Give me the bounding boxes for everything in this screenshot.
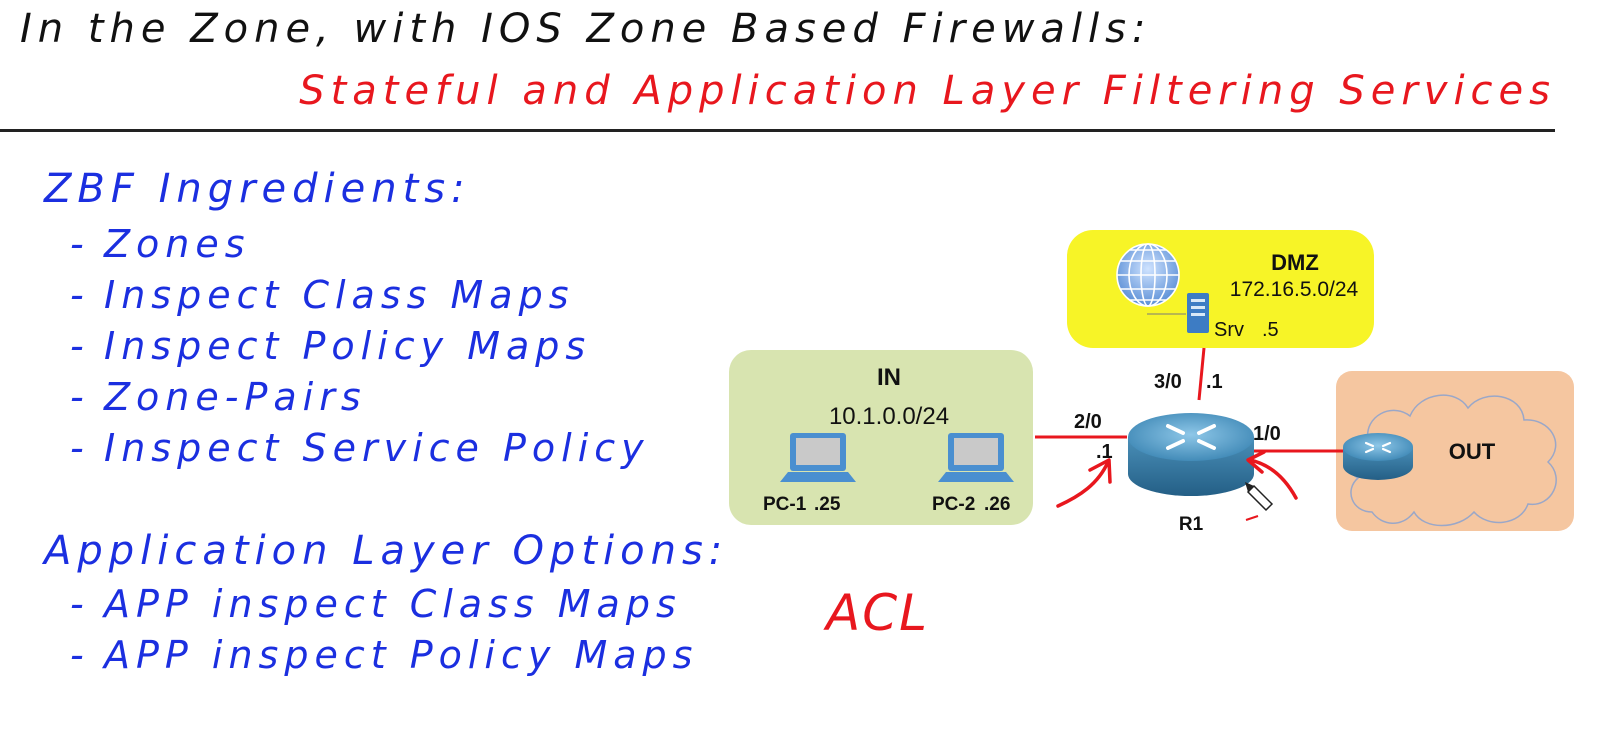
interface-dmz: 3/0 [1154,371,1182,393]
arrow-into-out-interface [1246,450,1298,500]
title-line-2: Stateful and Application Layer Filtering… [299,68,1556,114]
ingredient-item: -Zones [70,222,251,266]
router-icon [1128,413,1254,496]
server-name: Srv [1214,319,1244,341]
interface-in-address: .1 [1096,441,1113,463]
isp-router-icon [1343,433,1413,480]
bullet-dash: - [70,222,90,266]
bullet-dash: - [70,582,90,626]
ingredient-label: Inspect Policy Maps [104,324,592,368]
ink-mark [1245,515,1259,521]
ingredient-item: -Inspect Policy Maps [70,324,591,368]
dmz-zone-name: DMZ [1271,250,1319,275]
bullet-dash: - [70,633,90,677]
bullet-dash: - [70,375,90,419]
ingredient-item: -Zone-Pairs [70,375,367,419]
ingredient-item: -Inspect Service Policy [70,426,650,470]
ingredient-label: Inspect Class Maps [104,273,575,317]
ingredient-label: Zones [104,222,251,266]
network-links [1035,347,1343,453]
app-options-heading: Application Layer Options: [44,528,729,574]
pen-cursor-icon [1245,482,1274,512]
pc2-name: PC-2 [932,494,975,515]
bullet-dash: - [70,273,90,317]
interface-out: 1/0 [1253,423,1281,445]
interface-in: 2/0 [1074,411,1102,433]
arrow-into-in-interface [1056,458,1112,508]
out-zone-name: OUT [1449,439,1496,464]
bullet-dash: - [70,324,90,368]
server-address: .5 [1262,319,1279,341]
app-option-label: APP inspect Policy Maps [104,633,699,677]
dmz-zone-subnet: 172.16.5.0/24 [1230,278,1359,301]
title-divider [0,129,1555,132]
in-zone-name: IN [877,364,901,391]
pc1-address: .25 [814,494,841,515]
pc1-name: PC-1 [763,494,807,515]
ingredients-heading: ZBF Ingredients: [44,166,471,212]
ingredient-label: Inspect Service Policy [104,426,650,470]
server-icon [1187,293,1209,333]
acl-annotation: ACL [826,584,929,642]
router-name: R1 [1179,514,1204,535]
bullet-dash: - [70,426,90,470]
globe-icon [1116,243,1180,307]
app-option-item: -APP inspect Class Maps [70,582,682,626]
title-line-1: In the Zone, with IOS Zone Based Firewal… [20,6,1152,52]
in-zone-subnet: 10.1.0.0/24 [829,403,949,430]
laptop-icon [938,433,1014,482]
pc2-address: .26 [984,494,1010,515]
ingredient-item: -Inspect Class Maps [70,273,575,317]
interface-dmz-address: .1 [1206,371,1223,393]
app-option-label: APP inspect Class Maps [104,582,682,626]
app-option-item: -APP inspect Policy Maps [70,633,698,677]
ingredient-label: Zone-Pairs [104,375,367,419]
laptop-icon [780,433,856,482]
